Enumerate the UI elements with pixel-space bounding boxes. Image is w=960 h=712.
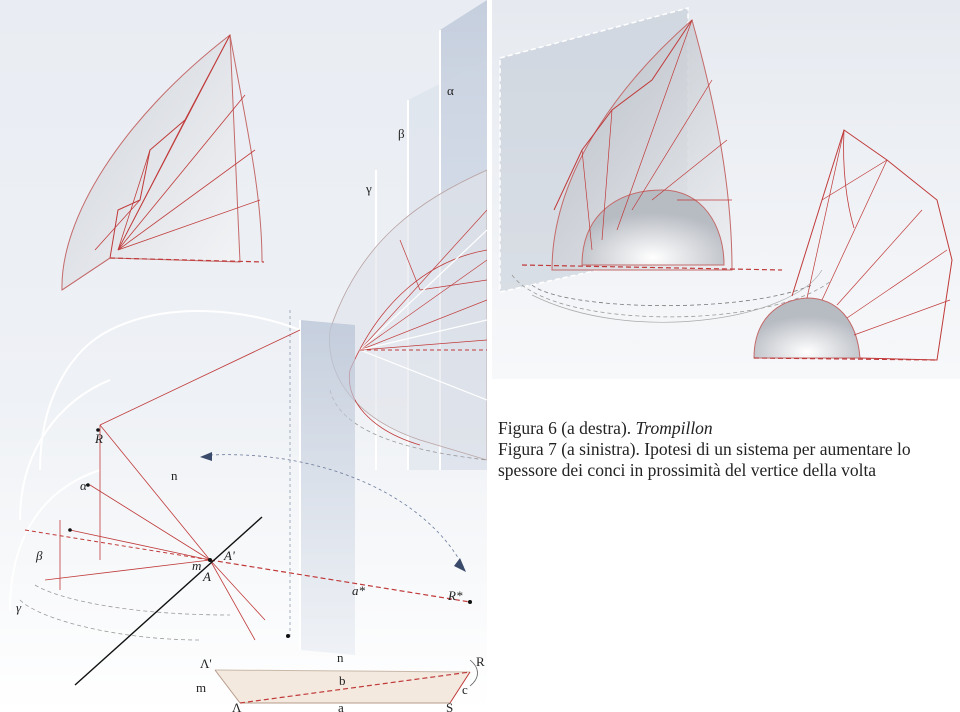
trompillon-main	[511, 19, 833, 323]
label-n: n	[171, 468, 178, 483]
label-gamma-small: γ	[16, 600, 22, 615]
diagram-label-a: a	[338, 700, 344, 712]
diagram-label-R: R	[476, 654, 485, 669]
diagram-label-c: c	[462, 682, 468, 697]
label-alpha-small: α	[80, 478, 88, 493]
figure-7-panel: α β γ	[0, 0, 487, 712]
label-A-prime: A'	[223, 548, 235, 563]
construction-lower: R n α β γ A' m A a* R*	[9, 310, 472, 686]
vault-piece-top	[61, 34, 265, 291]
label-alpha: α	[447, 83, 454, 98]
label-R: R	[94, 431, 103, 446]
diagram-label-Lambda: Λ	[232, 700, 242, 712]
label-beta: β	[398, 126, 405, 141]
diagram-label-S: S	[446, 700, 453, 712]
label-gamma: γ	[365, 181, 372, 196]
trompillon-piece	[753, 129, 953, 361]
figure-6-drawing	[492, 0, 960, 379]
label-R-star: R*	[447, 588, 463, 603]
caption-figure-6-title: Trompillon	[635, 418, 713, 438]
diagram-label-Lambda-prime: Λ'	[200, 656, 212, 671]
label-A: A	[202, 569, 211, 584]
figure-caption: Figura 6 (a destra). Trompillon Figura 7…	[498, 418, 953, 481]
diagram-label-b: b	[339, 673, 346, 688]
label-beta-small: β	[35, 548, 43, 563]
caption-figure-6: Figura 6 (a destra). Trompillon	[498, 418, 953, 439]
caption-figure-7: Figura 7 (a sinistra). Ipotesi di un sis…	[498, 439, 911, 480]
label-m: m	[192, 558, 201, 573]
trapezoid-diagram: Λ' n R m b c Λ a S	[196, 650, 485, 712]
figure-7-drawing: α β γ	[0, 0, 487, 712]
figure-6-panel	[492, 0, 960, 379]
label-a-star: a*	[352, 583, 366, 598]
diagram-label-n: n	[337, 650, 344, 665]
diagram-label-m: m	[196, 680, 206, 695]
caption-figure-6-prefix: Figura 6 (a destra).	[498, 418, 636, 438]
